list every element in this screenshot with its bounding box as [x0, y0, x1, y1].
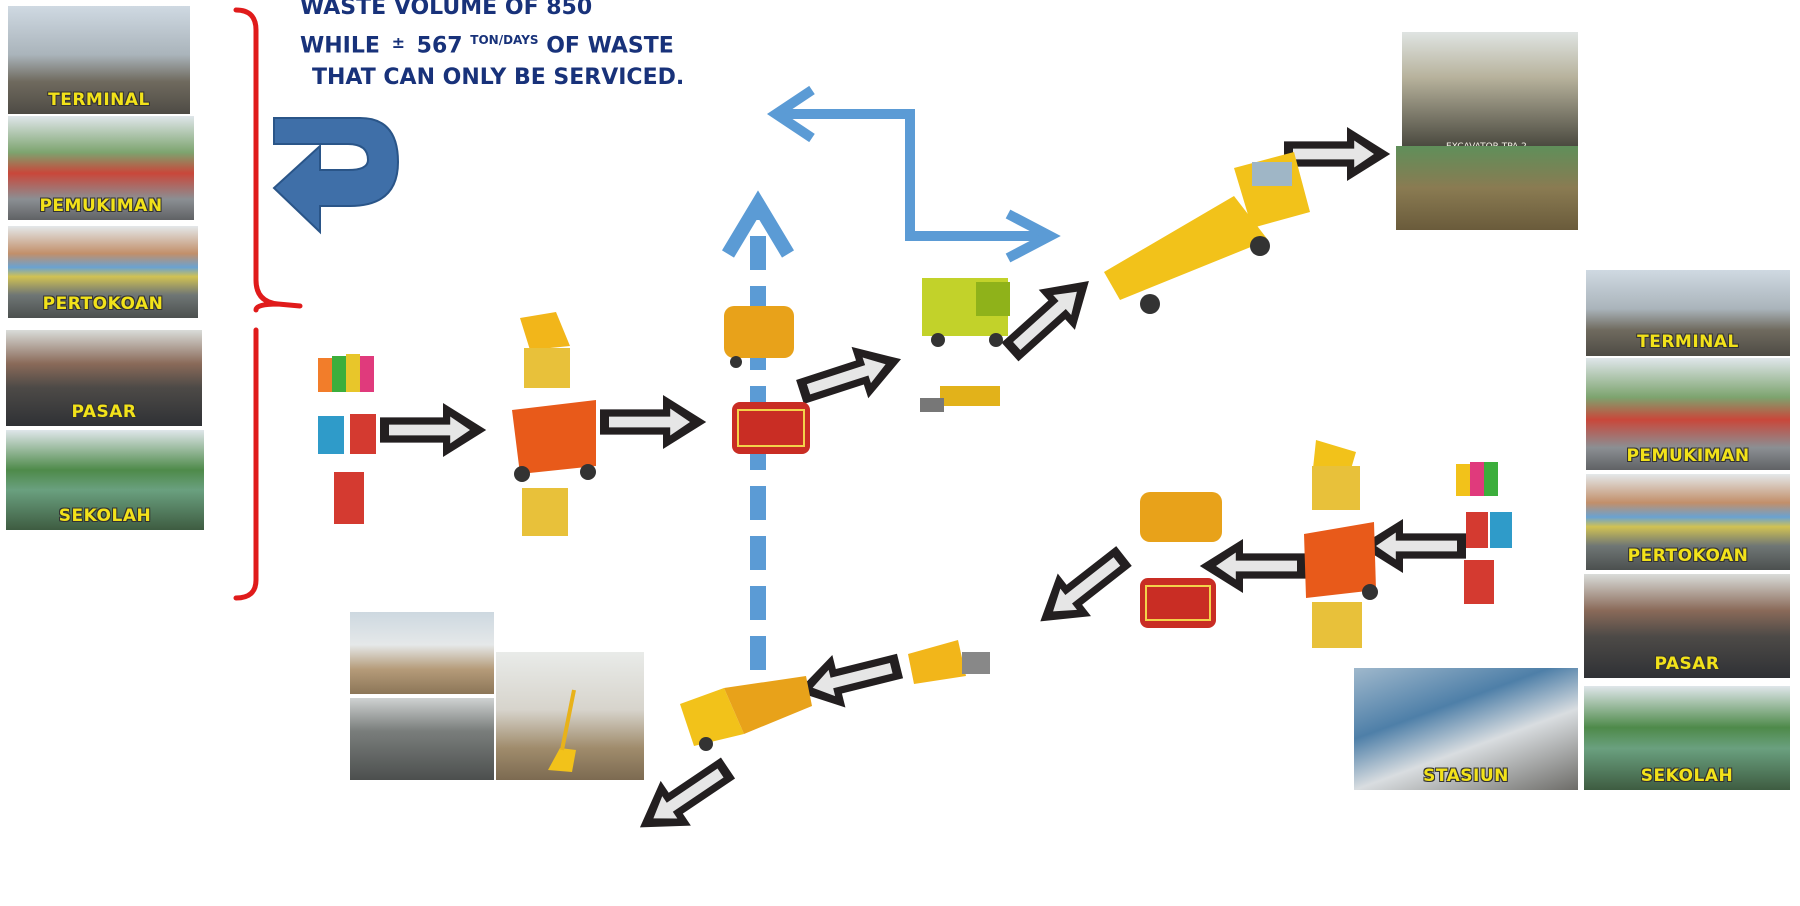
- dump-truck-icon: [1104, 152, 1310, 314]
- label-right-sekolah: SEKOLAH: [1640, 766, 1734, 786]
- photo-right-terminal: TERMINAL: [1586, 270, 1790, 356]
- trash-bins-cluster-icon: [318, 354, 376, 524]
- label-right-terminal: TERMINAL: [1637, 332, 1739, 352]
- photo-right-pertokoan: PERTOKOAN: [1586, 474, 1790, 570]
- flow-arrow-6: [1359, 519, 1466, 573]
- flow-arrow-8: [1023, 534, 1141, 643]
- text-line-2-value: 567: [416, 33, 463, 59]
- photo-landfill-1: [350, 612, 494, 694]
- container-compactor-right-icon: [1140, 492, 1222, 628]
- text-line-2-suffix: OF WASTE: [546, 33, 674, 59]
- photo-tpa-workers: [1396, 146, 1578, 230]
- photo-landfill-2: [350, 698, 494, 780]
- flow-arrow-1: [380, 403, 487, 457]
- container-compactor-icon: [724, 306, 810, 454]
- label-left-pemukiman: PEMUKIMAN: [39, 196, 163, 216]
- photo-right-pemukiman: PEMUKIMAN: [1586, 358, 1790, 470]
- label-right-stasiun: STASIUN: [1423, 766, 1509, 786]
- photo-left-pertokoan: PERTOKOAN: [8, 226, 198, 318]
- photo-right-pasar: PASAR: [1584, 574, 1790, 678]
- flow-arrow-10: [624, 745, 744, 850]
- label-right-pertokoan: PERTOKOAN: [1627, 546, 1749, 566]
- text-line-3: THAT CAN ONLY BE SERVICED.: [312, 65, 685, 91]
- photo-left-sekolah: SEKOLAH: [6, 430, 204, 530]
- photo-left-terminal: TERMINAL: [8, 6, 190, 114]
- photo-right-sekolah: SEKOLAH: [1584, 686, 1790, 790]
- photo-right-stasiun: STASIUN: [1354, 668, 1578, 790]
- flow-arrow-3: [791, 333, 910, 418]
- u-turn-arrow-icon: [272, 117, 400, 235]
- text-line-2-prefix: WHILE: [300, 33, 380, 59]
- label-left-terminal: TERMINAL: [48, 90, 150, 110]
- dump-truck-bottom-icon: [680, 676, 812, 751]
- flow-arrow-5: [1284, 127, 1391, 181]
- label-left-sekolah: SEKOLAH: [58, 506, 152, 526]
- dashed-up-arrow-icon: [721, 190, 795, 720]
- trash-bins-cluster-right-icon: [1456, 462, 1512, 604]
- text-line-1: WASTE VOLUME OF 850: [300, 0, 593, 20]
- photo-left-pasar: PASAR: [6, 330, 202, 426]
- grouping-brace: [233, 7, 303, 601]
- plus-minus-symbol: ±: [391, 33, 405, 53]
- excavator-bottom-icon: [548, 689, 576, 772]
- small-truck-icon: [920, 278, 1010, 412]
- flow-arrow-4: [991, 260, 1107, 373]
- waste-cart-right-icon: [1304, 440, 1378, 648]
- waste-volume-text: WASTE VOLUME OF 850 WHILE ± 567 TON/DAYS…: [300, 0, 860, 94]
- text-line-2: WHILE ± 567 TON/DAYS OF WASTE: [300, 24, 860, 62]
- photo-left-pemukiman: PEMUKIMAN: [8, 116, 194, 220]
- waste-cart-icon: [512, 312, 596, 536]
- label-right-pasar: PASAR: [1654, 654, 1720, 674]
- label-left-pertokoan: PERTOKOAN: [42, 294, 164, 314]
- small-dump-truck-icon: [908, 640, 990, 684]
- photo-tpa-excavator: [1402, 32, 1578, 146]
- label-left-pasar: PASAR: [71, 402, 137, 422]
- text-line-2-unit: TON/DAYS: [470, 33, 539, 47]
- flow-arrow-2: [600, 395, 707, 449]
- elbow-arrow-icon: [766, 85, 1061, 263]
- label-right-pemukiman: PEMUKIMAN: [1626, 446, 1750, 466]
